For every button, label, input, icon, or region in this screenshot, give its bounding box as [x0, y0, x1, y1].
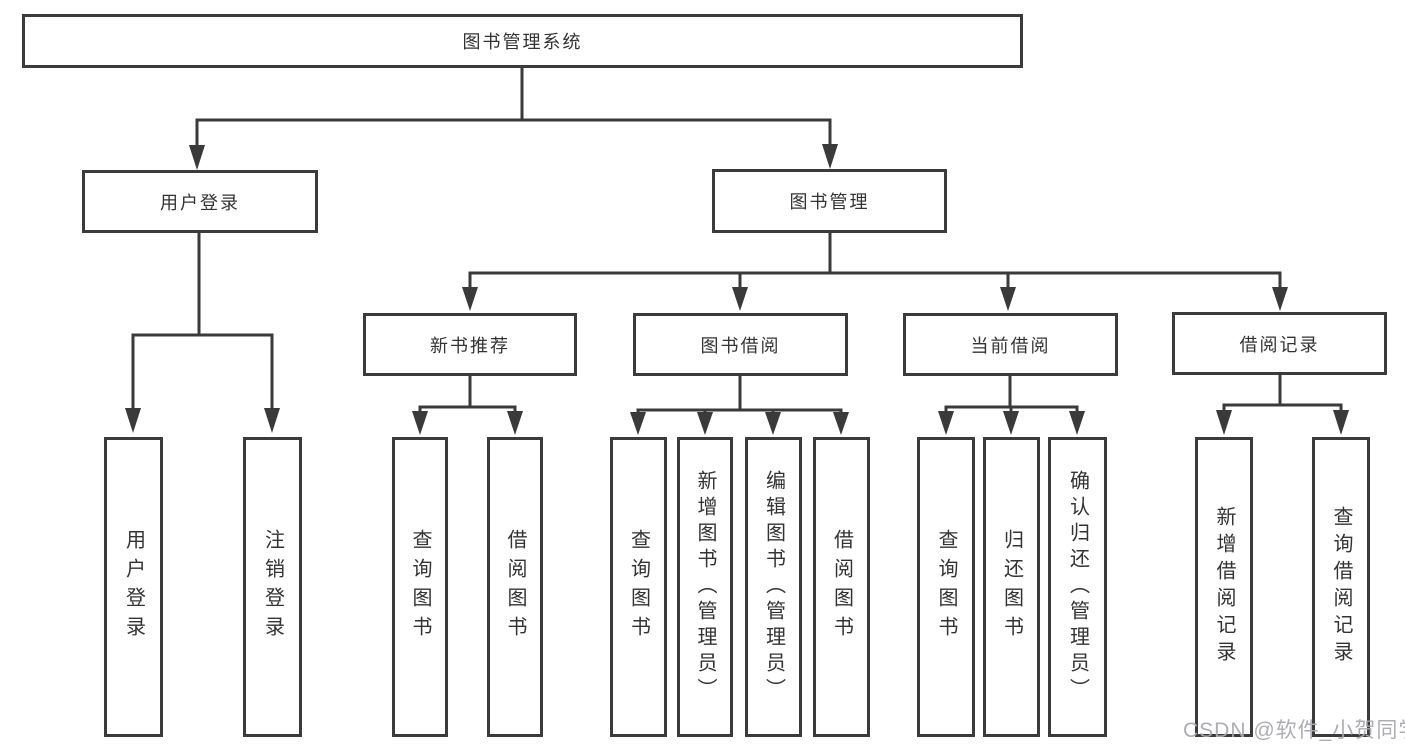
- leaf-user-login: 用户登录: [104, 437, 163, 737]
- arrowheads: [125, 144, 1349, 435]
- node-current-borrowing: 当前借阅: [903, 313, 1118, 376]
- leaf-logout: 注销登录: [243, 437, 302, 737]
- csdn-watermark: CSDN @软件_小贺同学: [1183, 719, 1405, 742]
- node-book-management: 图书管理: [712, 169, 947, 233]
- leaf-edit-book-admin: 编辑图书（管理员）: [745, 437, 802, 737]
- node-user-login: 用户登录: [82, 170, 318, 233]
- leaf-add-borrow-record: 新增借阅记录: [1195, 437, 1253, 737]
- leaf-confirm-return-admin: 确认归还（管理员）: [1048, 437, 1107, 737]
- leaf-add-book-admin: 新增图书（管理员）: [677, 437, 733, 737]
- leaf-query-books-recommend: 查询图书: [392, 437, 448, 737]
- leaf-query-books-borrowing: 查询图书: [610, 437, 667, 737]
- node-new-book-recommendation: 新书推荐: [363, 313, 577, 376]
- leaf-borrow-books-borrowing: 借阅图书: [813, 437, 870, 737]
- node-borrowing-records: 借阅记录: [1172, 312, 1387, 375]
- node-root: 图书管理系统: [22, 14, 1023, 68]
- leaf-query-books-current: 查询图书: [917, 437, 975, 737]
- leaf-return-books: 归还图书: [983, 437, 1040, 737]
- leaf-query-borrow-record: 查询借阅记录: [1312, 437, 1370, 737]
- leaf-borrow-books-recommend: 借阅图书: [487, 437, 543, 737]
- connector-paths: [131, 67, 1343, 414]
- node-book-borrowing: 图书借阅: [633, 313, 848, 376]
